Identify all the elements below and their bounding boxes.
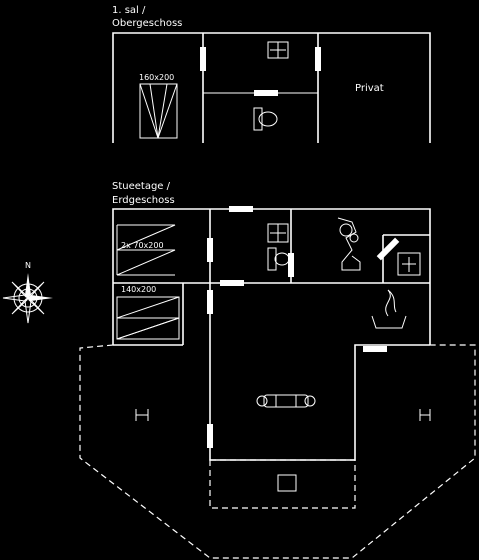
living-room-wall [209,283,430,461]
ground-outer-wall [112,208,431,345]
ground-bed-1-label: 2x 70x200 [121,241,164,250]
ground-door-bed2 [207,290,213,314]
terrace-marker-left [135,409,149,421]
upper-outer-wall [112,32,431,143]
ground-door-top [229,206,253,212]
ground-door-kitchen [376,237,400,261]
upper-toilet-icon [253,107,278,131]
ground-bed-1-icon [116,224,176,276]
terrace-bench-icon [277,474,297,492]
private-label: Privat [355,83,384,94]
upper-floor-title-1: 1. sal / [112,5,146,16]
upper-bed-label: 160x200 [139,73,174,82]
upper-door-bath [254,90,278,96]
ground-toilet-icon [267,247,290,271]
ground-bed-2-label: 140x200 [121,285,156,294]
ground-floor-title-1: Stueetage / [112,181,171,192]
upper-bed-icon [139,83,178,139]
upper-door-left [200,47,206,71]
ground-sink-icon [267,223,289,243]
stove-icon [397,252,421,276]
ground-floor: Stueetage / Erdgeschoss 2x 70x200 [79,181,476,559]
ground-door-hall [220,280,244,286]
compass-north-label: N [25,261,31,270]
upper-floor-title-2: Obergeschoss [112,18,182,29]
ground-door-bath [288,253,294,277]
terrace-step-outline [209,459,356,509]
terrace-marker-right [419,409,431,421]
ground-door-bed [207,238,213,262]
upper-sink-icon [267,41,289,59]
ground-floor-title-2: Erdgeschoss [112,195,175,206]
sofa-icon [256,394,316,408]
upper-floor: 1. sal / Obergeschoss 160x200 [112,5,431,143]
terrace-outline [79,344,476,559]
washer-icon [337,217,361,271]
compass-icon: N [2,261,53,324]
ground-bed-2-icon [116,296,180,340]
fireplace-icon [371,289,407,329]
ground-door-terrace [207,424,213,448]
ground-door-garden [363,346,387,352]
upper-door-right [315,47,321,71]
